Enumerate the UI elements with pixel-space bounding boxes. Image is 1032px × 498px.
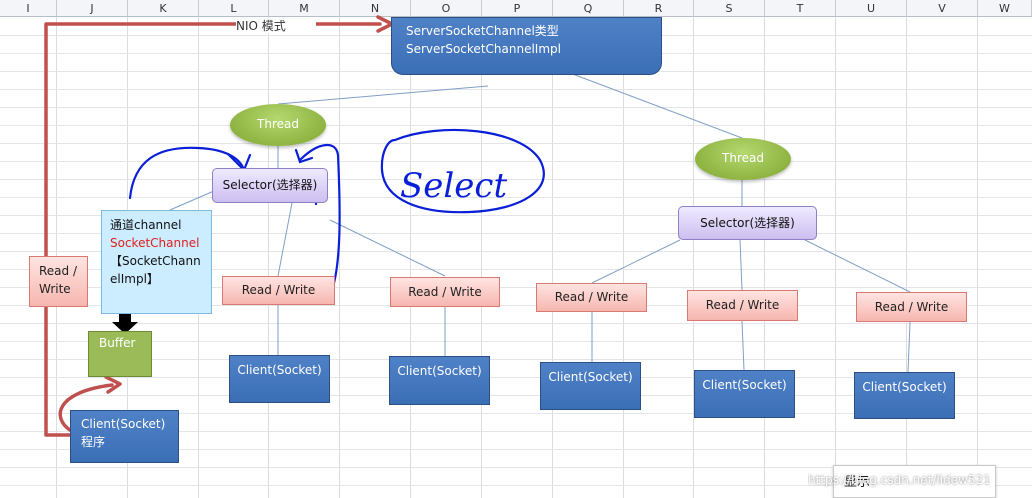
- socket-channel-label: SocketChannel: [110, 236, 200, 250]
- column-header-l[interactable]: L: [199, 0, 269, 17]
- display-popup-label[interactable]: 显示: [844, 475, 871, 490]
- selector-to-rw-line: [277, 202, 293, 277]
- thread-ellipse-left[interactable]: Thread: [230, 104, 326, 146]
- client-program-label-2: 程序: [81, 435, 106, 449]
- column-header-q[interactable]: Q: [553, 0, 624, 17]
- server-socket-channel-box[interactable]: ServerSocketChannel类型 ServerSocketChanne…: [391, 17, 662, 75]
- column-header-j[interactable]: J: [57, 0, 128, 17]
- red-curve-path: [58, 383, 114, 432]
- read-write-box-2[interactable]: Read / Write: [390, 277, 500, 307]
- rw5-to-client-line: [907, 321, 911, 373]
- selector-right-to-rw4-line: [739, 239, 743, 291]
- nio-mode-label: NIO 模式: [236, 17, 316, 33]
- thread-ellipse-right[interactable]: Thread: [695, 138, 791, 180]
- column-header-t[interactable]: T: [765, 0, 836, 17]
- buffer-box[interactable]: Buffer: [88, 331, 152, 377]
- connector-lines: [169, 69, 911, 373]
- column-header-m[interactable]: M: [269, 0, 340, 17]
- channel-box[interactable]: 通道channel SocketChannel 【SocketChann elI…: [101, 210, 212, 314]
- red-arrow-path: [44, 22, 382, 437]
- server-impl-label: ServerSocketChannelImpl: [406, 42, 561, 56]
- column-header-r[interactable]: R: [624, 0, 694, 17]
- column-header-o[interactable]: O: [411, 0, 482, 17]
- client-socket-box-2[interactable]: Client(Socket): [389, 356, 490, 405]
- client-socket-box-1[interactable]: Client(Socket): [229, 355, 330, 403]
- selector-box-left[interactable]: Selector(选择器): [212, 168, 328, 203]
- client-socket-box-5[interactable]: Client(Socket): [854, 372, 955, 419]
- client-program-box[interactable]: Client(Socket) 程序: [70, 410, 179, 463]
- read-write-box-left[interactable]: Read / Write: [29, 256, 88, 307]
- socket-channel-impl-label-2: elImpl】: [110, 272, 159, 286]
- selector-right-to-rw5-line: [804, 239, 911, 293]
- selector-to-rw2-line: [329, 219, 446, 277]
- handwritten-ink: [128, 128, 545, 292]
- read-write-left-line2: Write: [39, 282, 71, 296]
- selector-box-right[interactable]: Selector(选择器): [678, 206, 817, 240]
- column-header-s[interactable]: S: [694, 0, 765, 17]
- read-write-box-4[interactable]: Read / Write: [687, 290, 798, 321]
- watermark-text: https://blog.csdn.net/lidew521: [808, 473, 991, 487]
- ink-circle: [380, 128, 545, 214]
- read-write-box-1[interactable]: Read / Write: [222, 276, 335, 305]
- column-header-p[interactable]: P: [482, 0, 553, 17]
- client-socket-box-4[interactable]: Client(Socket): [694, 370, 795, 418]
- red-curve-head: [104, 375, 122, 394]
- socket-channel-impl-label-1: 【SocketChann: [110, 254, 201, 268]
- read-write-box-3[interactable]: Read / Write: [536, 283, 647, 312]
- read-write-box-5[interactable]: Read / Write: [856, 292, 967, 322]
- client-program-label-1: Client(Socket): [81, 417, 166, 431]
- column-header-n[interactable]: N: [340, 0, 411, 17]
- client-socket-box-3[interactable]: Client(Socket): [540, 362, 641, 410]
- column-header-v[interactable]: V: [907, 0, 978, 17]
- selector-right-to-rw3-line: [591, 239, 681, 284]
- channel-label: 通道channel: [110, 218, 182, 232]
- ink-curve-right: [298, 144, 341, 292]
- column-header-u[interactable]: U: [836, 0, 907, 17]
- ink-curve-left: [128, 146, 246, 200]
- handwritten-select-text: Select: [400, 166, 507, 206]
- column-header-k[interactable]: K: [128, 0, 199, 17]
- ink-arrow-right: [294, 148, 314, 164]
- server-type-label: ServerSocketChannel类型: [406, 24, 559, 38]
- read-write-left-line1: Read /: [39, 264, 78, 278]
- server-to-left-thread-line: [277, 85, 489, 105]
- column-header-i[interactable]: I: [0, 0, 57, 17]
- rw4-to-client-line: [741, 320, 745, 371]
- server-to-right-thread-line: [561, 69, 743, 139]
